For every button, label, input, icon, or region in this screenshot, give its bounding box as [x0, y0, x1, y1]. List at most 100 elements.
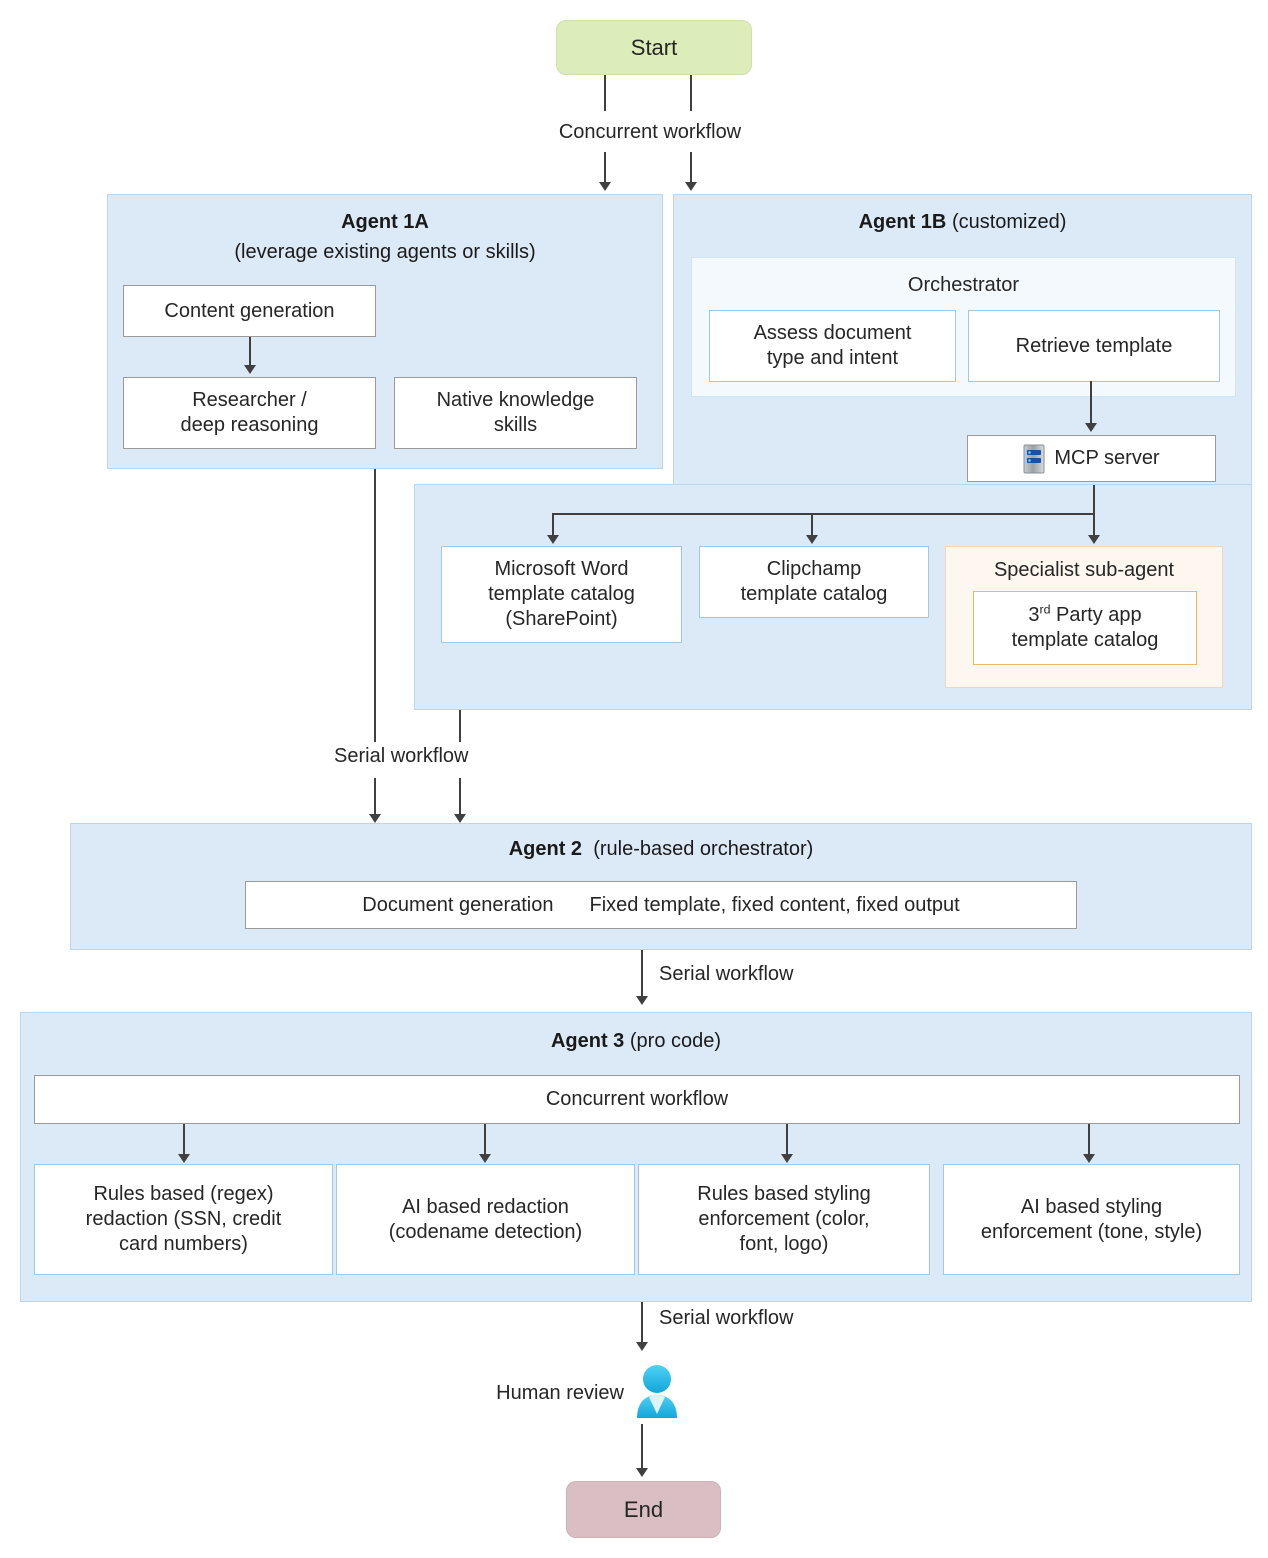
node-clipchamp-template-catalog-label: Clipchamp template catalog: [740, 558, 888, 605]
node-native-knowledge-skills[interactable]: Native knowledge skills: [394, 377, 637, 449]
agent-3-title: Agent 3 (pro code): [21, 1030, 1251, 1053]
end-node[interactable]: End: [566, 1481, 721, 1538]
arrowhead-agent2-to-agent3: [636, 996, 648, 1005]
edge-label-serial-agent2-agent3-text: Serial workflow: [659, 963, 794, 985]
node-ai-based-styling-label: AI based styling enforcement (tone, styl…: [980, 1195, 1203, 1243]
arrowhead-to-node2: [479, 1154, 491, 1163]
node-assess-document-label: Assess document type and intent: [753, 322, 912, 369]
connector-contentgen-to-researcher: [249, 337, 251, 368]
node-document-generation[interactable]: Document generation Fixed template, fixe…: [245, 881, 1077, 929]
connector-retrieve-to-mcp: [1090, 381, 1092, 425]
node-third-party-template-catalog[interactable]: 3rd Party app template catalog: [973, 591, 1197, 665]
agent-1b-title-text: Agent 1B: [858, 211, 947, 233]
agent-1a-title: Agent 1A: [108, 211, 662, 234]
connector-start-left-lower: [604, 152, 606, 184]
connector-agent1a-down2: [374, 778, 376, 816]
edge-label-serial-mid: Serial workflow: [330, 745, 473, 768]
node-ai-based-redaction-label: AI based redaction (codename detection): [388, 1195, 583, 1243]
edge-label-serial-mid-text: Serial workflow: [334, 745, 469, 767]
node-mcp-server-label: MCP server: [1054, 447, 1160, 469]
connector-start-right-lower: [690, 152, 692, 184]
node-mcp-server[interactable]: MCP server: [967, 435, 1216, 482]
third-party-prefix: 3: [1028, 604, 1040, 626]
agent-1b-title: Agent 1B (customized): [674, 211, 1251, 234]
edge-label-serial-agent2-agent3: Serial workflow: [655, 963, 798, 986]
node-word-template-catalog-label: Microsoft Word template catalog (SharePo…: [488, 558, 635, 630]
node-word-template-catalog[interactable]: Microsoft Word template catalog (SharePo…: [441, 546, 682, 643]
connector-bar-to-node3: [786, 1124, 788, 1156]
agent-3-panel: Agent 3 (pro code) Concurrent workflow R…: [20, 1012, 1252, 1302]
end-label: End: [623, 1496, 664, 1522]
connector-mcp-down: [1093, 485, 1095, 514]
node-third-party-template-catalog-label: 3rd Party app template catalog: [1012, 603, 1159, 653]
agent-2-subtitle-text: (rule-based orchestrator): [593, 838, 814, 860]
person-icon: [634, 1364, 680, 1422]
orchestrator-label-text: Orchestrator: [907, 274, 1020, 296]
agent-3-subtitle-text: (pro code): [629, 1030, 722, 1052]
connector-bar-to-node1: [183, 1124, 185, 1156]
start-label: Start: [630, 34, 678, 60]
edge-label-concurrent-top-text: Concurrent workflow: [558, 120, 742, 143]
start-node[interactable]: Start: [556, 20, 752, 75]
human-review-label: Human review: [496, 1381, 624, 1404]
agent-2-title-text: Agent 2: [508, 838, 583, 860]
node-document-generation-left: Document generation: [362, 893, 554, 916]
specialist-sub-agent-label: Specialist sub-agent: [946, 559, 1222, 582]
edge-label-serial-agent3-human: Serial workflow: [655, 1307, 798, 1330]
node-concurrent-workflow-bar[interactable]: Concurrent workflow: [34, 1075, 1240, 1124]
arrowhead-to-word-catalog: [547, 535, 559, 544]
node-researcher-deep-reasoning[interactable]: Researcher / deep reasoning: [123, 377, 376, 449]
node-ai-based-redaction[interactable]: AI based redaction (codename detection): [336, 1164, 635, 1275]
arrowhead-catalogs-to-agent2: [454, 814, 466, 823]
edge-label-serial-agent3-human-text: Serial workflow: [659, 1307, 794, 1329]
node-assess-document[interactable]: Assess document type and intent: [709, 310, 956, 382]
agent-3-title-text: Agent 3: [550, 1030, 625, 1052]
connector-catalogs-down: [459, 710, 461, 742]
agent-1a-subtitle: (leverage existing agents or skills): [108, 241, 662, 264]
node-content-generation[interactable]: Content generation: [123, 285, 376, 337]
connector-bus-to-word: [552, 513, 554, 537]
connector-agent1a-down: [374, 469, 376, 742]
arrowhead-to-clipchamp-catalog: [806, 535, 818, 544]
connector-start-right-upper: [690, 75, 692, 111]
agent-1a-subtitle-text: (leverage existing agents or skills): [234, 241, 536, 263]
arrowhead-to-mcp: [1085, 423, 1097, 432]
arrowhead-agent3-to-human: [636, 1342, 648, 1351]
node-native-knowledge-label: Native knowledge skills: [436, 389, 595, 436]
connector-bus-to-clipchamp: [811, 513, 813, 537]
connector-bus-to-specialist: [1093, 513, 1095, 537]
third-party-rest: Party app template catalog: [1011, 604, 1159, 651]
specialist-sub-agent-label-text: Specialist sub-agent: [993, 559, 1175, 581]
node-document-generation-right: Fixed template, fixed content, fixed out…: [589, 893, 960, 916]
arrowhead-to-node1: [178, 1154, 190, 1163]
specialist-sub-agent-panel: Specialist sub-agent 3rd Party app templ…: [945, 546, 1223, 688]
edge-label-concurrent-top: Concurrent workflow: [490, 118, 810, 146]
orchestrator-panel: Orchestrator Assess document type and in…: [691, 257, 1236, 397]
orchestrator-label: Orchestrator: [692, 274, 1235, 297]
connector-bar-to-node2: [484, 1124, 486, 1156]
connector-human-to-end: [641, 1424, 643, 1470]
human-review-group[interactable]: Human review: [450, 1362, 680, 1424]
arrowhead-agent1a-to-agent2: [369, 814, 381, 823]
connector-agent2-to-agent3: [641, 950, 643, 998]
agent-1a-title-text: Agent 1A: [341, 211, 429, 233]
node-rules-based-redaction[interactable]: Rules based (regex) redaction (SSN, cred…: [34, 1164, 333, 1275]
node-content-generation-label: Content generation: [164, 299, 335, 322]
arrowhead-to-specialist: [1088, 535, 1100, 544]
node-rules-based-styling[interactable]: Rules based styling enforcement (color, …: [638, 1164, 930, 1275]
node-retrieve-template[interactable]: Retrieve template: [968, 310, 1220, 382]
node-concurrent-workflow-bar-label: Concurrent workflow: [545, 1088, 729, 1110]
node-ai-based-styling[interactable]: AI based styling enforcement (tone, styl…: [943, 1164, 1240, 1275]
arrowhead-to-agent1b: [685, 182, 697, 191]
connector-catalog-bus: [552, 513, 1095, 515]
node-retrieve-template-label: Retrieve template: [1015, 334, 1173, 357]
arrowhead-to-researcher: [244, 365, 256, 374]
agent-2-title: Agent 2 (rule-based orchestrator): [71, 838, 1251, 861]
arrowhead-to-node4: [1083, 1154, 1095, 1163]
node-clipchamp-template-catalog[interactable]: Clipchamp template catalog: [699, 546, 929, 618]
node-researcher-label: Researcher / deep reasoning: [180, 389, 319, 436]
arrowhead-to-node3: [781, 1154, 793, 1163]
arrowhead-to-agent1a: [599, 182, 611, 191]
template-catalog-panel: Microsoft Word template catalog (SharePo…: [414, 484, 1252, 710]
